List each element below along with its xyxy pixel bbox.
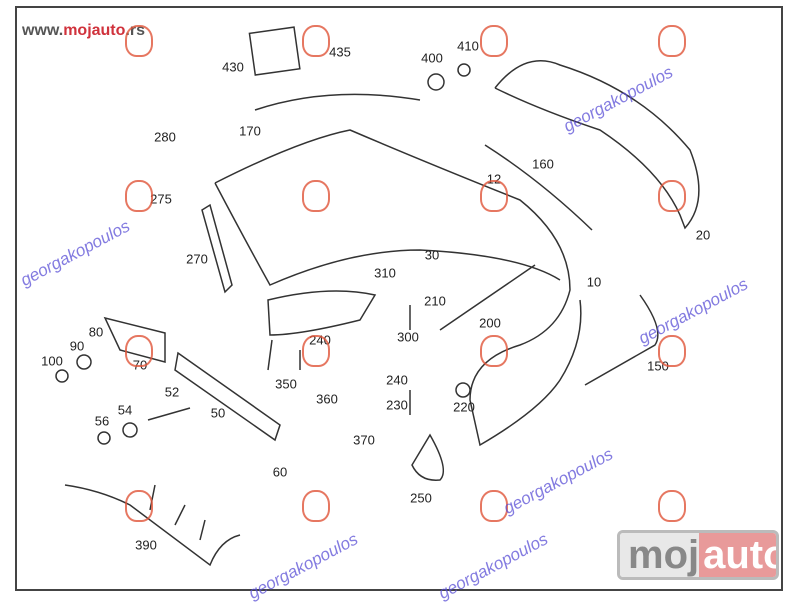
part-label: 30 xyxy=(424,247,440,263)
module-430 xyxy=(248,26,301,76)
part-label: 52 xyxy=(164,384,180,400)
part-label: 54 xyxy=(117,402,133,418)
part-label: 56 xyxy=(94,413,110,429)
part-label: 270 xyxy=(186,251,208,267)
undertray-290 xyxy=(267,290,377,336)
bracket-80 xyxy=(103,316,166,363)
logo-part-auto: auto xyxy=(699,533,776,577)
part-label: 80 xyxy=(88,324,104,340)
part-label: 300 xyxy=(397,329,419,345)
watermark-logo-icon xyxy=(125,25,153,57)
watermark-logo-icon xyxy=(480,25,508,57)
bracket-270 xyxy=(201,203,233,294)
diagram-frame xyxy=(15,6,783,591)
watermark-logo-icon xyxy=(658,25,686,57)
part-label: 430 xyxy=(222,59,244,75)
watermark-logo-icon xyxy=(658,180,686,212)
watermark-logo-icon xyxy=(302,25,330,57)
watermark-logo-icon xyxy=(302,335,330,367)
part-label: 350 xyxy=(275,376,297,392)
reinforcement-50 xyxy=(174,351,281,442)
watermark-logo-icon xyxy=(480,335,508,367)
part-label: 240 xyxy=(386,372,408,388)
watermark-logo-icon xyxy=(125,490,153,522)
bumper-cover xyxy=(214,129,582,447)
strip-150 xyxy=(584,294,659,386)
part-label: 160 xyxy=(532,156,554,172)
watermark-logo-icon xyxy=(302,490,330,522)
watermark-logo-icon xyxy=(125,180,153,212)
part-label: 220 xyxy=(453,399,475,415)
part-label: 170 xyxy=(239,123,261,139)
part-label: 50 xyxy=(210,405,226,421)
part-label: 280 xyxy=(154,129,176,145)
watermark-logo-icon xyxy=(125,335,153,367)
watermark-logo-icon xyxy=(658,490,686,522)
part-label: 275 xyxy=(150,191,172,207)
part-label: 20 xyxy=(695,227,711,243)
part-label: 390 xyxy=(135,537,157,553)
watermark-logo-icon xyxy=(302,180,330,212)
harness-390 xyxy=(64,484,241,567)
watermark-logo-icon xyxy=(480,180,508,212)
part-label: 360 xyxy=(316,391,338,407)
spoiler-20 xyxy=(494,60,700,230)
part-label: 100 xyxy=(41,353,63,369)
strip-160 xyxy=(484,144,593,231)
part-label: 400 xyxy=(421,50,443,66)
part-label: 410 xyxy=(457,38,479,54)
part-label: 10 xyxy=(586,274,602,290)
url-prefix: www. xyxy=(22,22,64,39)
flap-250 xyxy=(411,433,445,481)
part-label: 90 xyxy=(69,338,85,354)
part-label: 250 xyxy=(410,490,432,506)
bumper-trim-170 xyxy=(254,93,421,111)
watermark-logo-icon xyxy=(658,335,686,367)
logo-part-moj: moj xyxy=(620,533,700,577)
part-label: 310 xyxy=(374,265,396,281)
part-label: 210 xyxy=(424,293,446,309)
part-label: 200 xyxy=(479,315,501,331)
bracket-200 xyxy=(439,264,536,331)
url-brand: mojauto xyxy=(63,22,126,39)
watermark-logo-icon xyxy=(480,490,508,522)
part-label: 435 xyxy=(329,44,351,60)
mojauto-logo: moj auto xyxy=(617,530,779,580)
part-label: 230 xyxy=(386,397,408,413)
part-label: 60 xyxy=(272,464,288,480)
part-label: 370 xyxy=(353,432,375,448)
